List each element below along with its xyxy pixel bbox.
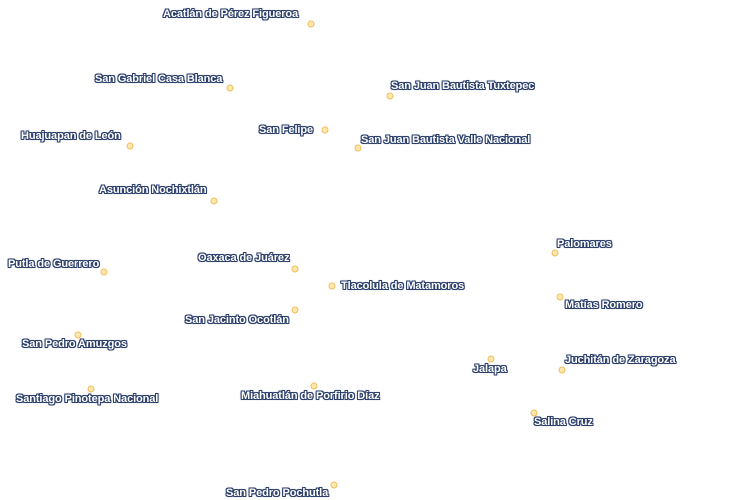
place-marker-valle-nacional[interactable] [354, 144, 362, 152]
place-label-oaxaca: Oaxaca de Juárez [198, 252, 290, 264]
place-marker-palomares[interactable] [551, 249, 559, 257]
place-label-salina-cruz: Salina Cruz [534, 416, 593, 428]
place-marker-putla[interactable] [100, 268, 108, 276]
place-label-san-gabriel: San Gabriel Casa Blanca [95, 73, 223, 85]
place-marker-juchitan[interactable] [558, 366, 566, 374]
place-marker-pochutla[interactable] [330, 481, 338, 489]
place-marker-salina-cruz[interactable] [530, 409, 538, 417]
place-marker-tlacolula[interactable] [328, 282, 336, 290]
place-marker-acatlan[interactable] [307, 20, 315, 28]
place-marker-tuxtepec[interactable] [386, 92, 394, 100]
place-label-amuzgos: San Pedro Amuzgos [22, 338, 127, 350]
place-label-valle-nacional: San Juan Bautista Valle Nacional [361, 134, 531, 146]
place-marker-matias-romero[interactable] [556, 293, 564, 301]
place-label-putla: Putla de Guerrero [8, 258, 100, 270]
place-label-ocotlan: San Jacinto Ocotlán [185, 314, 289, 326]
place-label-miahuatlan: Miahuatlán de Porfirio Díaz [241, 390, 380, 402]
place-label-juchitan: Juchitán de Zaragoza [565, 354, 676, 366]
place-marker-nochixtlan[interactable] [210, 197, 218, 205]
place-marker-pinotepa[interactable] [87, 385, 95, 393]
place-label-pochutla: San Pedro Pochutla [226, 487, 329, 499]
place-label-palomares: Palomares [557, 238, 612, 250]
place-label-acatlan: Acatlán de Pérez Figueroa [163, 8, 299, 20]
place-label-nochixtlan: Asunción Nochixtlán [99, 184, 207, 196]
place-label-tlacolula: Tlacolula de Matamoros [341, 280, 465, 292]
place-marker-oaxaca[interactable] [291, 265, 299, 273]
place-label-jalapa: Jalapa [473, 363, 507, 375]
place-label-pinotepa: Santiago Pinotepa Nacional [16, 393, 159, 405]
place-marker-amuzgos[interactable] [74, 331, 82, 339]
place-marker-ocotlan[interactable] [291, 306, 299, 314]
place-label-matias-romero: Matías Romero [565, 299, 643, 311]
place-marker-san-felipe[interactable] [321, 126, 329, 134]
place-label-san-felipe: San Felipe [259, 124, 314, 136]
place-marker-huajuapan[interactable] [126, 142, 134, 150]
place-marker-miahuatlan[interactable] [310, 382, 318, 390]
place-label-tuxtepec: San Juan Bautista Tuxtepec [391, 80, 535, 92]
place-marker-jalapa[interactable] [487, 355, 495, 363]
place-label-huajuapan: Huajuapan de León [21, 130, 121, 142]
place-marker-san-gabriel[interactable] [226, 84, 234, 92]
